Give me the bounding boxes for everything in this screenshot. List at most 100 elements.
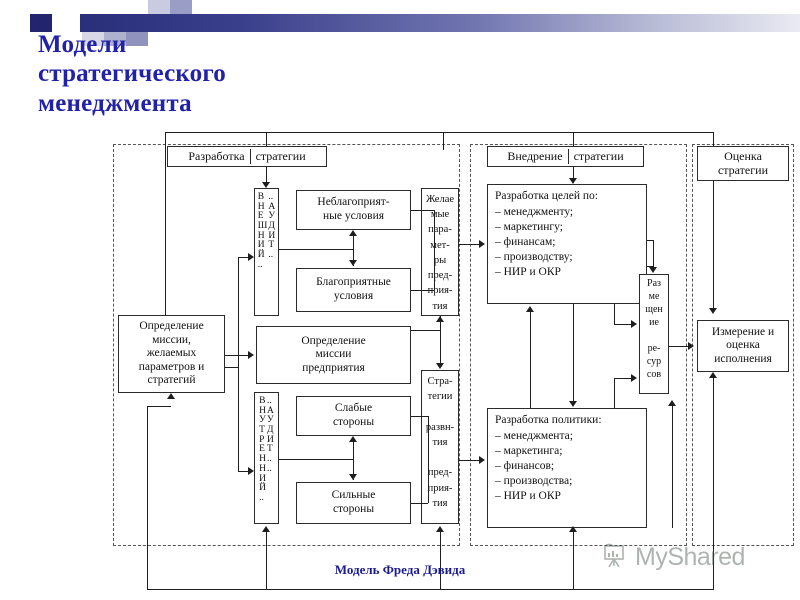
implement-word-2: стратегии <box>573 148 624 163</box>
arrow-down-resources <box>649 267 657 273</box>
header-divider <box>249 149 251 164</box>
goals-item-finance: – финансам; <box>495 235 556 248</box>
evaluate-line-2: стратегии <box>717 162 769 177</box>
develop-word-1: Разработка <box>188 148 245 163</box>
policy-side-riser <box>614 378 615 408</box>
desired-to-strategies-line <box>440 316 441 364</box>
resources-to-measure-line <box>669 346 689 347</box>
goals-side-riser <box>614 304 615 324</box>
arrow-up-mission-feedback <box>167 393 175 399</box>
arrow-right-policy <box>479 456 485 464</box>
arrow-up-strategies-feedback <box>436 526 444 532</box>
unfavorable-conditions-box: Неблагоприят-ные условия <box>296 190 411 230</box>
unfavorable-to-desired <box>411 210 434 211</box>
top-bus-line <box>165 132 713 133</box>
mission-branch-down <box>238 367 239 471</box>
top-bus-evaluate-drop <box>713 132 714 310</box>
goals-item-rnd: – НИР и ОКР <box>495 265 561 278</box>
unfavorable-conditions-label: Неблагоприят-ные условия <box>317 196 390 222</box>
arrow-right-internal-audit <box>248 467 254 475</box>
strategies-to-policy-line <box>459 460 480 461</box>
section-header-evaluate-strategy: Оценка стратегии <box>697 146 789 181</box>
enterprise-to-desired-h <box>411 330 440 331</box>
policy-item-rnd: – НИР и ОКР <box>495 489 561 502</box>
arrow-to-goals <box>569 178 577 184</box>
arrow-right-resources-upper <box>631 320 637 328</box>
goals-item-management: – менеджменту; <box>495 205 574 218</box>
mission-branch-tap <box>225 367 239 368</box>
section-develop-strategy-frame <box>113 144 460 546</box>
page-title: Модели стратегического менеджмента <box>38 30 458 118</box>
watermark-text: MyShared <box>635 543 745 571</box>
policy-title: Разработка политики: <box>495 414 602 426</box>
swot-collector <box>428 416 429 503</box>
arrow-to-measure <box>709 308 717 314</box>
arrow-right-resources-lower <box>631 374 637 382</box>
policy-item-finance: – финансов; <box>495 459 555 472</box>
goals-development-box: Разработка целей по: – менеджменту; – ма… <box>487 184 647 304</box>
goals-item-production: – производству; <box>495 250 573 263</box>
header-divider <box>567 149 569 164</box>
mission-branch-up <box>238 257 239 367</box>
section-header-implement-strategy: Внедрение стратегии <box>487 146 644 167</box>
evaluate-line-1: Оценка <box>724 149 762 164</box>
bottom-bus-line <box>147 589 713 590</box>
section-implement-strategy-frame <box>470 144 687 546</box>
diagram-caption: Модель Фреда Дэвида <box>334 562 466 577</box>
conditions-collector <box>434 210 435 290</box>
arrow-down-policy <box>569 401 577 407</box>
mission-branch-up-h <box>238 257 252 258</box>
policy-item-production: – производства; <box>495 474 573 487</box>
arrow-up-resources-feedback <box>668 400 676 406</box>
bottom-bus-riser-strategies <box>440 532 441 590</box>
desired-to-goals-line <box>459 244 480 245</box>
arrow-right-enterprise-mission <box>248 351 254 359</box>
strategic-management-diagram: Разработка стратегии Внедрение стратегии… <box>0 130 800 600</box>
mission-branch-down-h <box>238 471 252 472</box>
section-header-develop-strategy: Разработка стратегии <box>167 146 327 167</box>
goals-right-edge-to-riser <box>647 240 654 241</box>
policy-item-management: – менеджмента; <box>495 429 573 442</box>
arrow-to-external-audit <box>262 182 270 188</box>
weaknesses-to-strategies <box>411 416 428 417</box>
goals-to-policy-line <box>573 304 574 401</box>
title-line-2: стратегического <box>38 60 226 88</box>
arrow-up-unfavorable <box>349 230 357 236</box>
internal-audit-to-swot <box>279 459 354 460</box>
bottom-bus-to-mission <box>147 406 171 407</box>
arrow-down-favorable <box>349 260 357 266</box>
watermark: MyShared <box>600 540 745 575</box>
title-line-1: Модели <box>38 31 127 58</box>
top-bus-left-drop <box>165 132 166 317</box>
policy-development-box: Разработка политики: – менеджмента; – ма… <box>487 408 647 528</box>
arrow-up-internal-audit-feedback <box>262 526 270 532</box>
external-audit-to-conditions <box>279 249 354 250</box>
goals-top-riser <box>653 240 654 268</box>
strengths-to-strategies <box>411 503 428 504</box>
title-line-3: менеджмента <box>38 89 192 117</box>
top-bus-center-drop <box>443 132 444 150</box>
arrow-down-strengths <box>349 474 357 480</box>
arrow-right-external-audit <box>248 253 254 261</box>
arrow-up-policy-feedback <box>569 526 577 532</box>
arrow-right-goals <box>479 240 485 248</box>
goals-side-to-resources <box>614 324 632 325</box>
policy-item-marketing: – маркетинга; <box>495 444 563 457</box>
